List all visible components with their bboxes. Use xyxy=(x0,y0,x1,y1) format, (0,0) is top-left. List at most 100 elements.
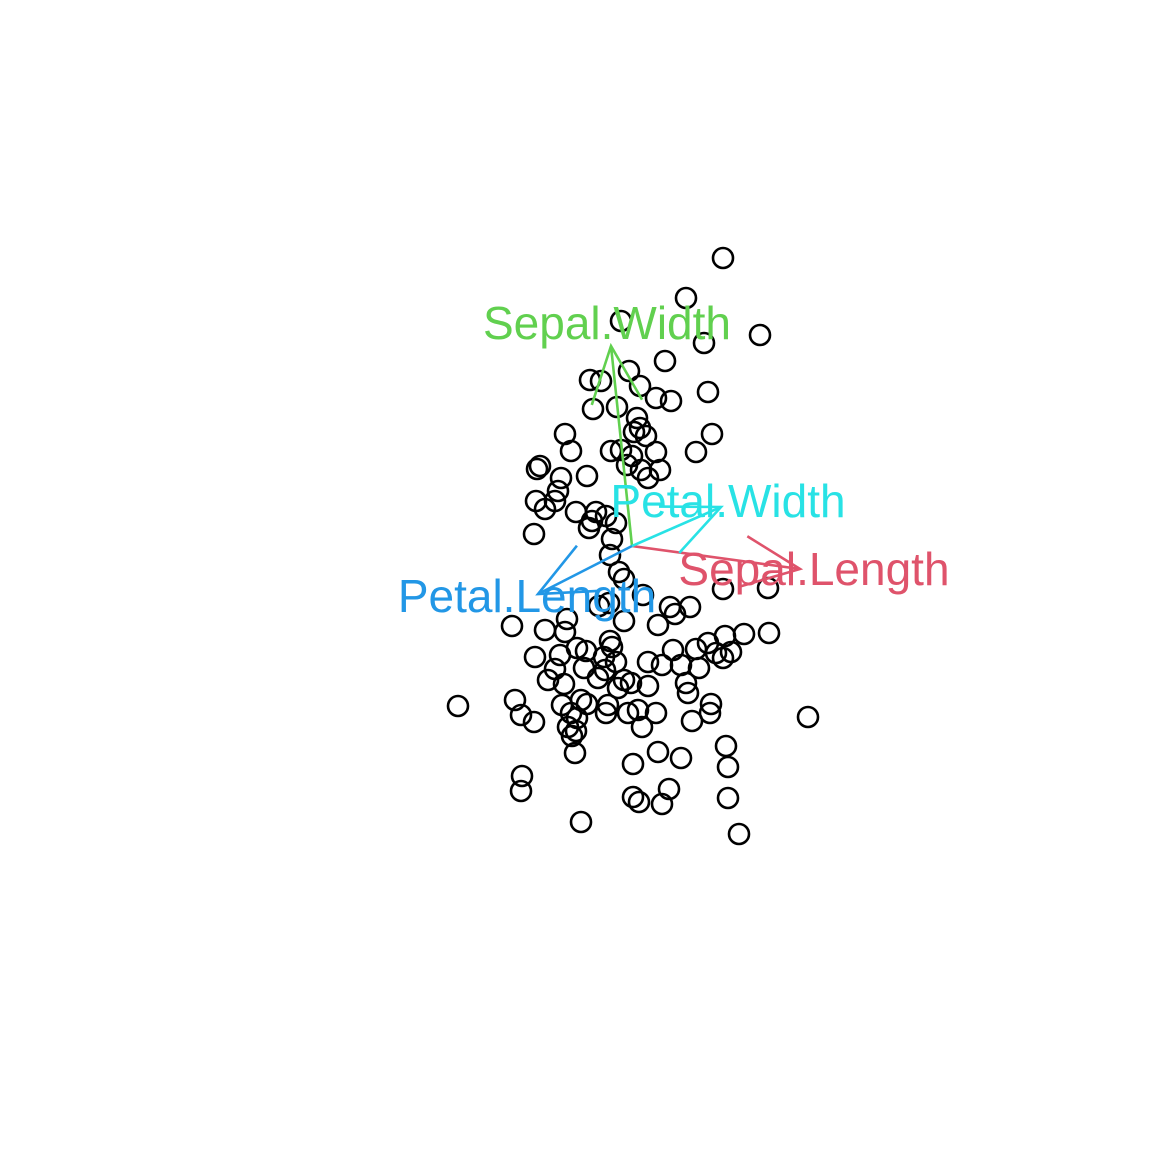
data-point xyxy=(509,703,533,727)
data-point xyxy=(663,602,687,626)
data-point xyxy=(612,567,636,591)
data-point xyxy=(626,698,650,722)
data-point xyxy=(596,693,620,717)
data-point xyxy=(612,609,636,633)
data-point xyxy=(636,466,660,490)
data-point xyxy=(636,674,660,698)
data-point xyxy=(621,785,645,809)
data-point xyxy=(523,645,547,669)
data-point xyxy=(522,522,546,546)
data-point xyxy=(600,527,624,551)
variable-arrow-sepal-width xyxy=(590,342,644,547)
data-point xyxy=(625,406,649,430)
variable-label-sepal-length: Sepal.Length xyxy=(678,543,949,595)
data-point xyxy=(536,668,560,692)
data-point xyxy=(650,792,674,816)
variable-arrows xyxy=(535,342,804,596)
data-point xyxy=(575,464,599,488)
variable-arrow-petal-width xyxy=(631,505,724,554)
data-point xyxy=(564,719,588,743)
arrow-shaft xyxy=(631,544,801,571)
variable-label-sepal-width: Sepal.Width xyxy=(483,297,731,349)
data-point xyxy=(644,386,668,410)
data-point xyxy=(711,246,735,270)
data-point xyxy=(716,755,740,779)
data-point xyxy=(684,440,708,464)
data-point xyxy=(594,701,618,725)
data-point xyxy=(711,577,735,601)
scatter-points xyxy=(446,246,820,846)
data-point xyxy=(569,810,593,834)
variable-labels: Sepal.Length Sepal.Width Petal.Length Pe… xyxy=(398,297,950,622)
data-point xyxy=(634,424,658,448)
data-point xyxy=(646,613,670,637)
data-point xyxy=(563,741,587,765)
data-point xyxy=(680,709,704,733)
data-point xyxy=(592,645,616,669)
data-point xyxy=(659,389,683,413)
data-point xyxy=(699,692,723,716)
data-point xyxy=(653,349,677,373)
data-point xyxy=(711,646,735,670)
data-point xyxy=(622,420,646,444)
data-point xyxy=(559,439,583,463)
variable-label-petal-width: Petal.Width xyxy=(610,475,845,527)
data-point xyxy=(644,701,668,725)
data-point xyxy=(553,620,577,644)
data-point xyxy=(646,740,670,764)
data-point xyxy=(597,591,621,615)
data-point xyxy=(616,701,640,725)
data-point xyxy=(598,543,622,567)
data-point xyxy=(704,641,728,665)
data-point xyxy=(674,286,698,310)
data-point xyxy=(669,746,693,770)
data-point xyxy=(727,822,751,846)
arrow-head xyxy=(535,544,600,596)
data-point xyxy=(636,650,660,674)
data-point xyxy=(446,694,470,718)
data-point xyxy=(676,681,700,705)
data-point xyxy=(525,457,549,481)
data-point xyxy=(748,323,772,347)
data-point xyxy=(674,671,698,695)
arrow-head xyxy=(590,342,644,406)
data-point xyxy=(604,511,628,535)
data-point xyxy=(577,516,601,540)
data-point xyxy=(555,607,579,631)
data-point xyxy=(589,369,613,393)
data-point xyxy=(609,309,633,333)
data-point xyxy=(615,453,639,477)
data-point xyxy=(560,724,584,748)
data-point xyxy=(698,701,722,725)
data-point xyxy=(607,560,631,584)
data-point xyxy=(510,764,534,788)
data-point xyxy=(648,458,672,482)
data-point xyxy=(796,705,820,729)
variable-label-petal-length: Petal.Length xyxy=(398,570,656,622)
variable-arrow-sepal-length xyxy=(631,535,804,588)
data-point xyxy=(631,583,655,607)
arrow-head xyxy=(740,535,804,588)
data-point xyxy=(546,479,570,503)
data-point xyxy=(700,422,724,446)
data-point xyxy=(586,666,610,690)
arrow-shaft xyxy=(631,505,722,548)
data-point xyxy=(509,779,533,803)
data-point xyxy=(630,715,654,739)
data-point xyxy=(617,359,641,383)
data-point xyxy=(500,614,524,638)
data-point xyxy=(621,752,645,776)
data-point xyxy=(678,595,702,619)
data-point xyxy=(533,497,557,521)
data-point xyxy=(522,710,546,734)
data-point xyxy=(619,671,643,695)
variable-arrow-petal-length xyxy=(535,544,633,596)
data-point xyxy=(696,380,720,404)
data-point xyxy=(687,656,711,680)
data-point xyxy=(587,594,611,618)
data-point xyxy=(657,777,681,801)
data-point xyxy=(503,688,527,712)
data-point xyxy=(627,790,651,814)
data-point xyxy=(716,786,740,810)
